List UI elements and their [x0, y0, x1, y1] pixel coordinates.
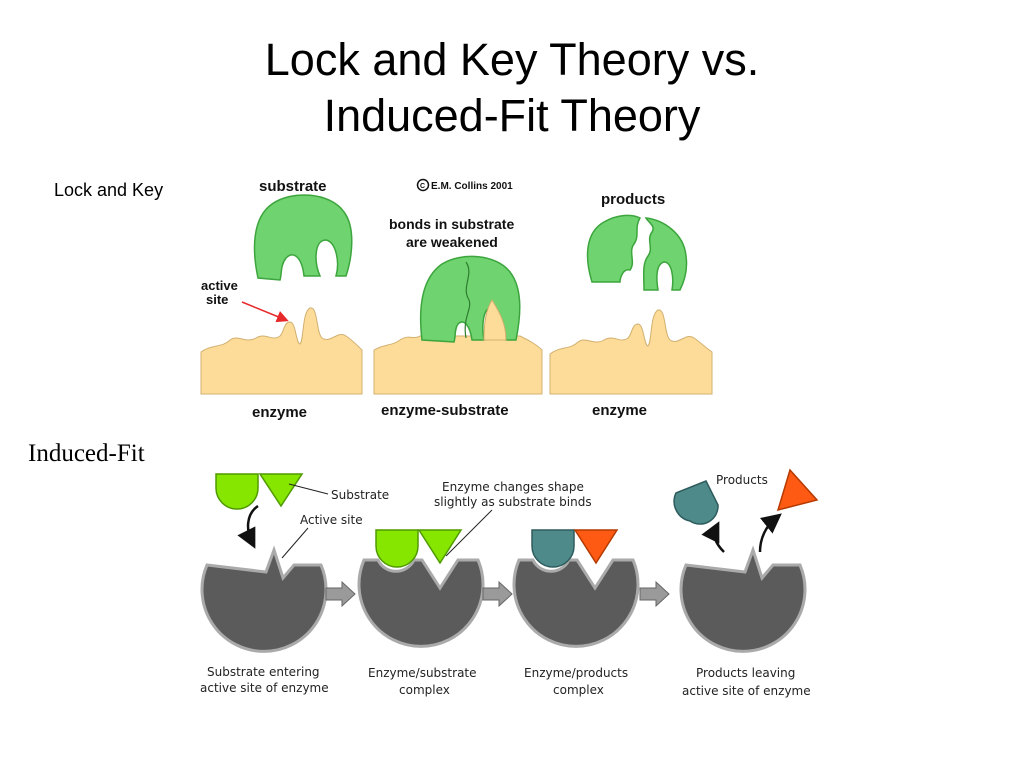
weakened-bond-line	[464, 261, 471, 339]
enzyme-body-3	[512, 558, 640, 648]
substrate-piece-b	[258, 473, 304, 508]
induced-fit-side-label: Induced-Fit	[28, 440, 145, 467]
lock-and-key-diagram: substrate active site enzyme C E.M. Coll…	[200, 178, 713, 421]
active-site-arrow	[241, 301, 289, 323]
enzyme-body-1	[200, 545, 328, 653]
entering-arrow	[237, 504, 259, 549]
label-if-substrate: Substrate	[331, 488, 389, 502]
label-enzyme-2: enzyme	[592, 402, 647, 419]
label-enzyme-substrate: enzyme-substrate	[381, 402, 509, 419]
active-site-pointer-line	[281, 527, 309, 559]
enzyme-shape-3	[549, 309, 713, 395]
label-bonds-1: bonds in substrate	[389, 216, 514, 232]
label-substrate: substrate	[259, 178, 327, 195]
caption-3-line-1: Enzyme/products	[524, 666, 628, 680]
label-changes-1: Enzyme changes shape	[442, 480, 584, 494]
caption-1-line-2: active site of enzyme	[200, 681, 329, 695]
enzyme-shape-1	[200, 307, 363, 395]
credit-text: E.M. Collins 2001	[431, 181, 513, 192]
label-active-site-2: site	[206, 292, 228, 307]
changes-pointer-line	[445, 509, 493, 557]
lock-and-key-side-label: Lock and Key	[54, 180, 164, 200]
enzyme-tooth-2	[483, 299, 507, 341]
product-shape-left	[586, 214, 642, 283]
caption-4-line-1: Products leaving	[696, 666, 795, 680]
stage-arrow-2	[482, 580, 513, 608]
stage-arrow-1	[325, 580, 356, 608]
leaving-arrow-right	[758, 513, 782, 553]
bound-product-a	[531, 529, 575, 568]
substrate-piece-a	[215, 473, 259, 510]
substrate-shape	[253, 194, 353, 281]
product-shape-right	[642, 217, 688, 291]
label-bonds-2: are weakened	[406, 234, 498, 250]
enzyme-body-4	[679, 545, 807, 653]
label-changes-2: slightly as substrate binds	[434, 495, 592, 509]
label-if-active-site: Active site	[300, 513, 363, 527]
bound-product-b	[573, 529, 619, 565]
stage-arrow-3	[639, 580, 670, 608]
released-product-b	[776, 468, 819, 512]
label-active-site-1: active	[201, 278, 238, 293]
bound-substrate-b	[417, 529, 463, 565]
caption-2-line-1: Enzyme/substrate	[368, 666, 477, 680]
caption-4-line-2: active site of enzyme	[682, 684, 811, 698]
leaving-arrow-left	[701, 521, 725, 553]
caption-3-line-2: complex	[553, 683, 604, 697]
induced-fit-diagram: Substrate Active site Enzyme changes sha…	[200, 468, 819, 698]
title-line-1: Lock and Key Theory vs.	[264, 34, 760, 85]
bound-substrate-a	[375, 529, 419, 568]
slide-title: Lock and Key Theory vs. Induced-Fit Theo…	[0, 32, 1024, 144]
label-products: products	[601, 191, 665, 208]
released-product-a	[673, 480, 719, 525]
substrate-pointer-line	[288, 483, 329, 495]
enzyme-shape-2	[373, 335, 543, 395]
title-line-2: Induced-Fit Theory	[323, 90, 701, 141]
caption-2-line-2: complex	[399, 683, 450, 697]
label-if-products: Products	[716, 473, 768, 487]
caption-1-line-1: Substrate entering	[207, 665, 320, 679]
enzyme-body-2	[357, 558, 485, 648]
copyright-icon	[416, 178, 430, 192]
label-enzyme-1: enzyme	[252, 404, 307, 421]
copyright-symbol: C	[420, 183, 425, 190]
